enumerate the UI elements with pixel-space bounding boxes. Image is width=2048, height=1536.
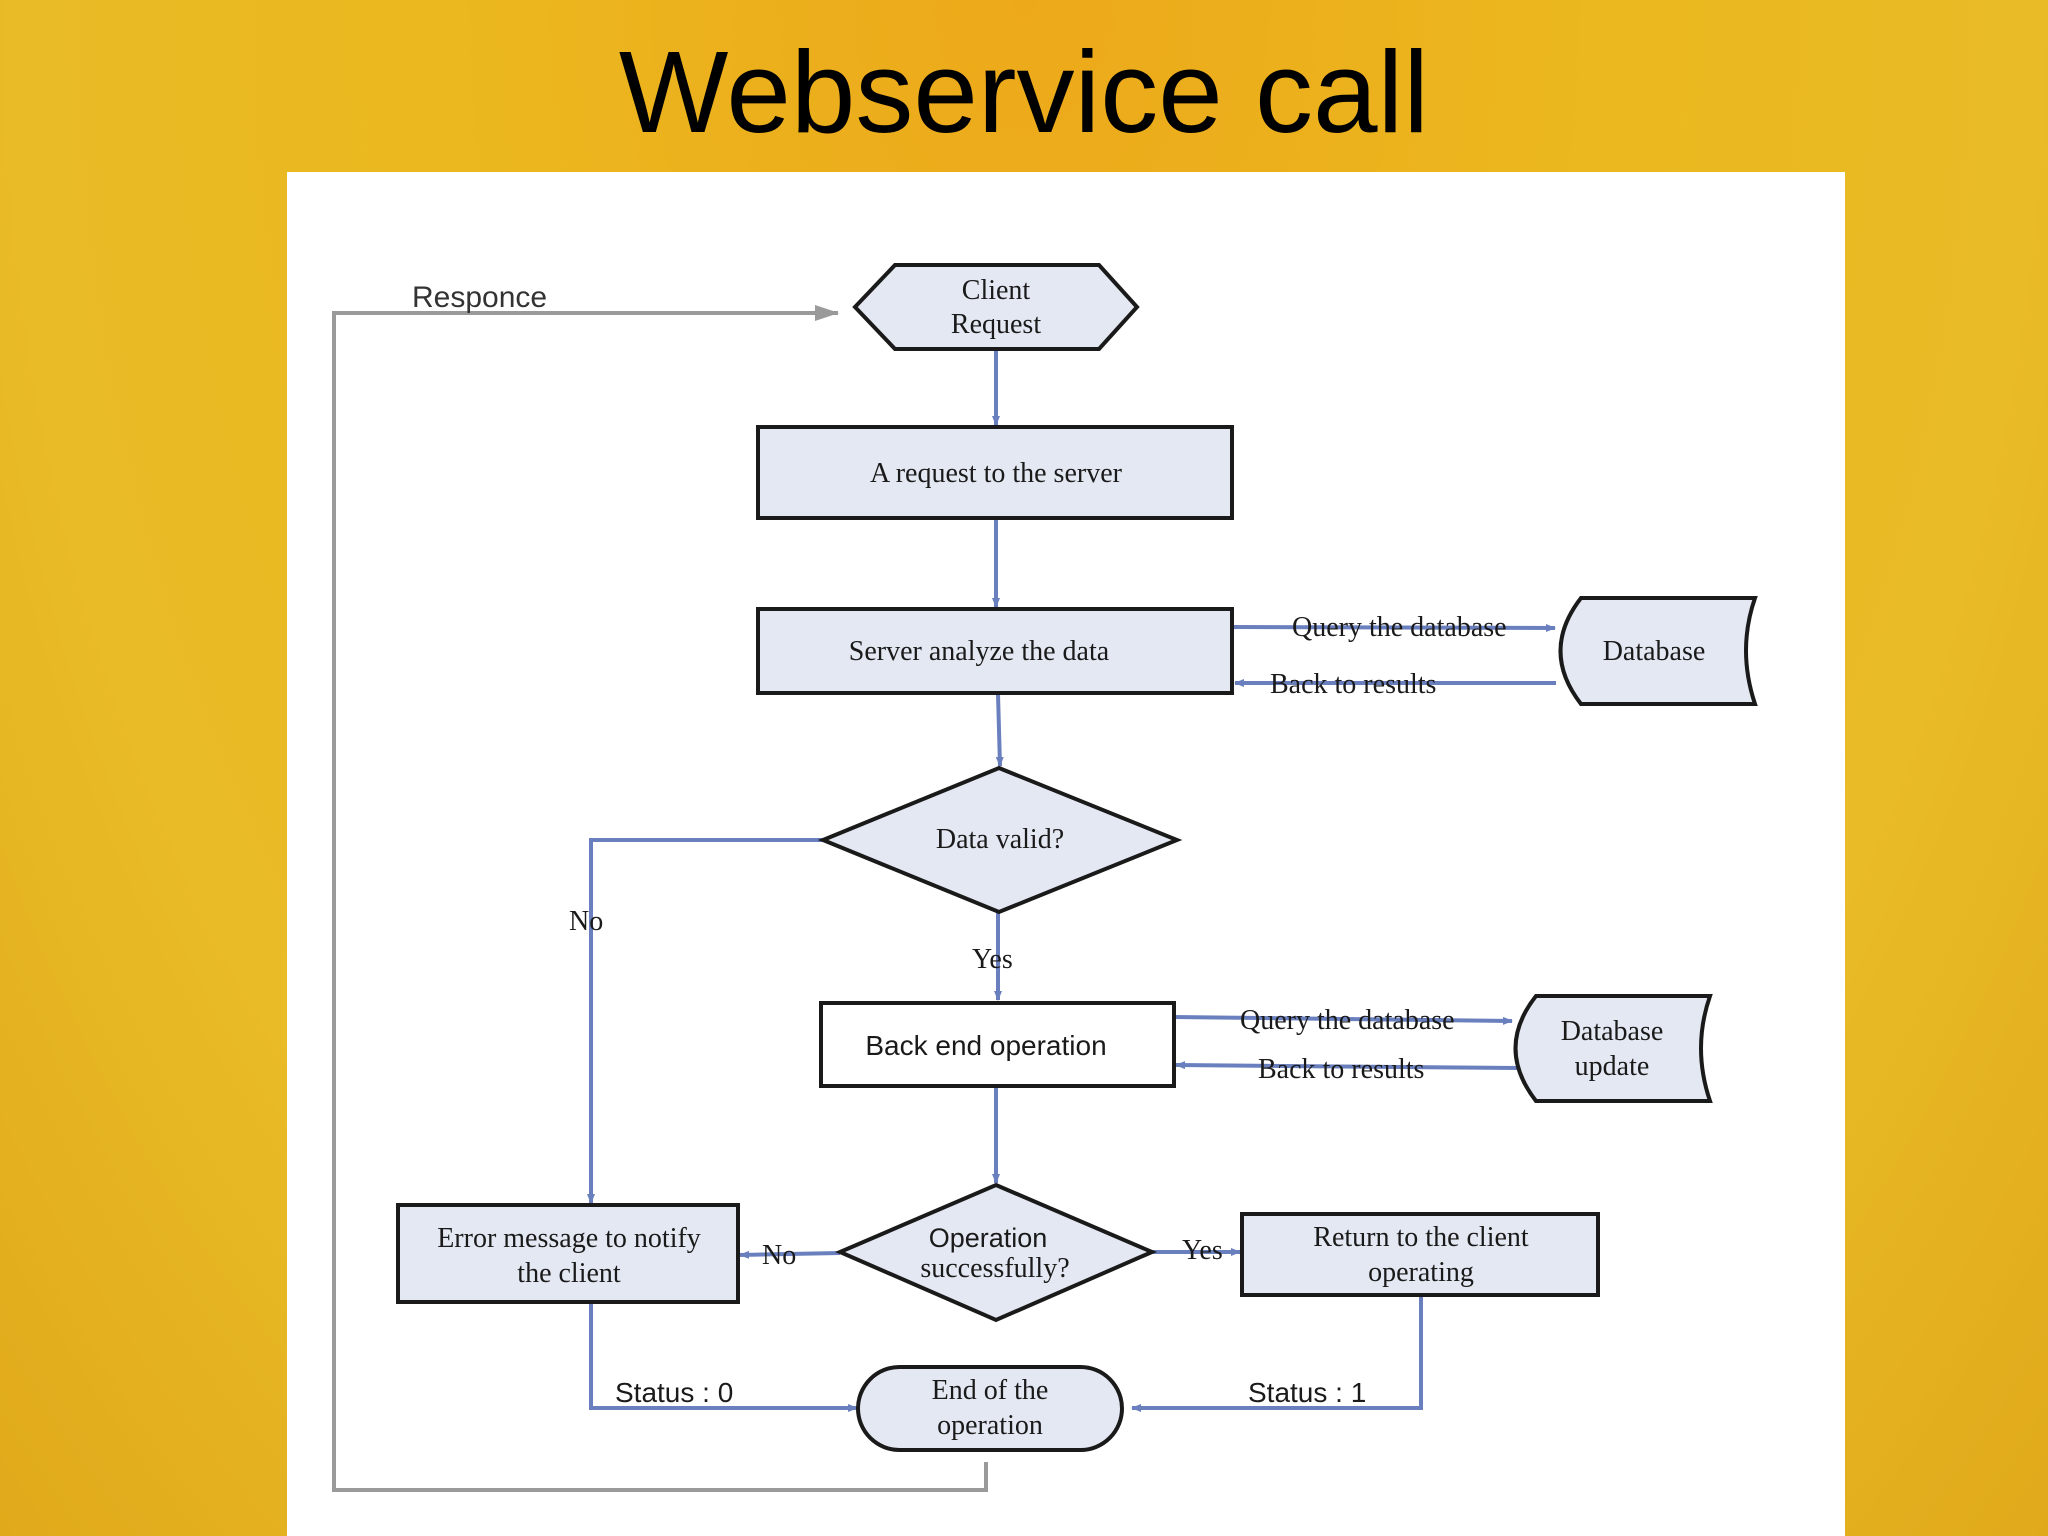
- edge-analyze-to-valid: [995, 693, 1004, 767]
- back-end-operation-node: [819, 1001, 1176, 1088]
- response-loop: [332, 305, 988, 1492]
- yes-2-label: Yes: [1182, 1235, 1223, 1266]
- return-to-client-label-1: Return to the client: [1313, 1222, 1529, 1253]
- database-update-node: [1513, 994, 1713, 1103]
- slide-title: Webservice call: [618, 27, 1430, 157]
- error-message-label-2: the client: [517, 1258, 621, 1289]
- query-database-1-label: Query the database: [1292, 612, 1507, 643]
- server-analyze-label: Server analyze the data: [849, 636, 1110, 667]
- database-label: Database: [1603, 636, 1706, 667]
- error-message-label-1: Error message to notify: [437, 1223, 701, 1254]
- request-to-server-node: [756, 425, 1234, 520]
- query-database-2-label: Query the database: [1240, 1005, 1455, 1036]
- connectors: [587, 350, 1556, 1412]
- client-request-node: [852, 263, 1140, 351]
- operation-successfully-label-1: Operation: [929, 1223, 1048, 1253]
- return-to-client-label-2: operating: [1368, 1257, 1474, 1288]
- responce-label: Responce: [412, 281, 547, 314]
- back-to-results-1-label: Back to results: [1270, 669, 1436, 700]
- back-end-operation-label: Back end operation: [865, 1030, 1106, 1061]
- end-of-operation-label-2: operation: [937, 1410, 1043, 1441]
- client-request-label-1: Client: [962, 275, 1031, 306]
- database-node: [1558, 596, 1758, 706]
- nodes: [396, 263, 1758, 1452]
- status-1-label: Status : 1: [1248, 1377, 1366, 1408]
- edge-valid-no-to-error: [587, 838, 823, 1204]
- no-1-label: No: [569, 906, 603, 937]
- error-message-node: [396, 1203, 740, 1304]
- data-valid-node: [817, 765, 1183, 915]
- edge-error-status0-to-end: [589, 1303, 858, 1412]
- yes-1-label: Yes: [972, 944, 1013, 975]
- client-request-label-2: Request: [951, 309, 1041, 340]
- end-of-operation-label-1: End of the: [932, 1375, 1049, 1406]
- operation-successfully-label-2: successfully?: [920, 1253, 1069, 1284]
- database-update-label-2: update: [1575, 1051, 1650, 1082]
- database-update-label-1: Database: [1561, 1016, 1664, 1047]
- return-to-client-node: [1240, 1212, 1600, 1297]
- no-2-label: No: [762, 1240, 796, 1271]
- data-valid-label: Data valid?: [936, 824, 1064, 855]
- operation-successfully-node: [834, 1182, 1158, 1323]
- edge-opsuccess-no-to-error: [739, 1250, 841, 1259]
- status-0-label: Status : 0: [615, 1377, 733, 1408]
- edge-back-results-2: [1175, 1061, 1519, 1070]
- back-to-results-2-label: Back to results: [1258, 1054, 1424, 1085]
- edge-return-status1-to-end: [1131, 1296, 1423, 1412]
- end-of-operation-node: [856, 1365, 1124, 1452]
- request-to-server-label: A request to the server: [870, 458, 1123, 489]
- edge-query-db-1: [1232, 623, 1556, 632]
- server-analyze-node: [756, 607, 1234, 695]
- edge-query-db-2: [1172, 1015, 1513, 1025]
